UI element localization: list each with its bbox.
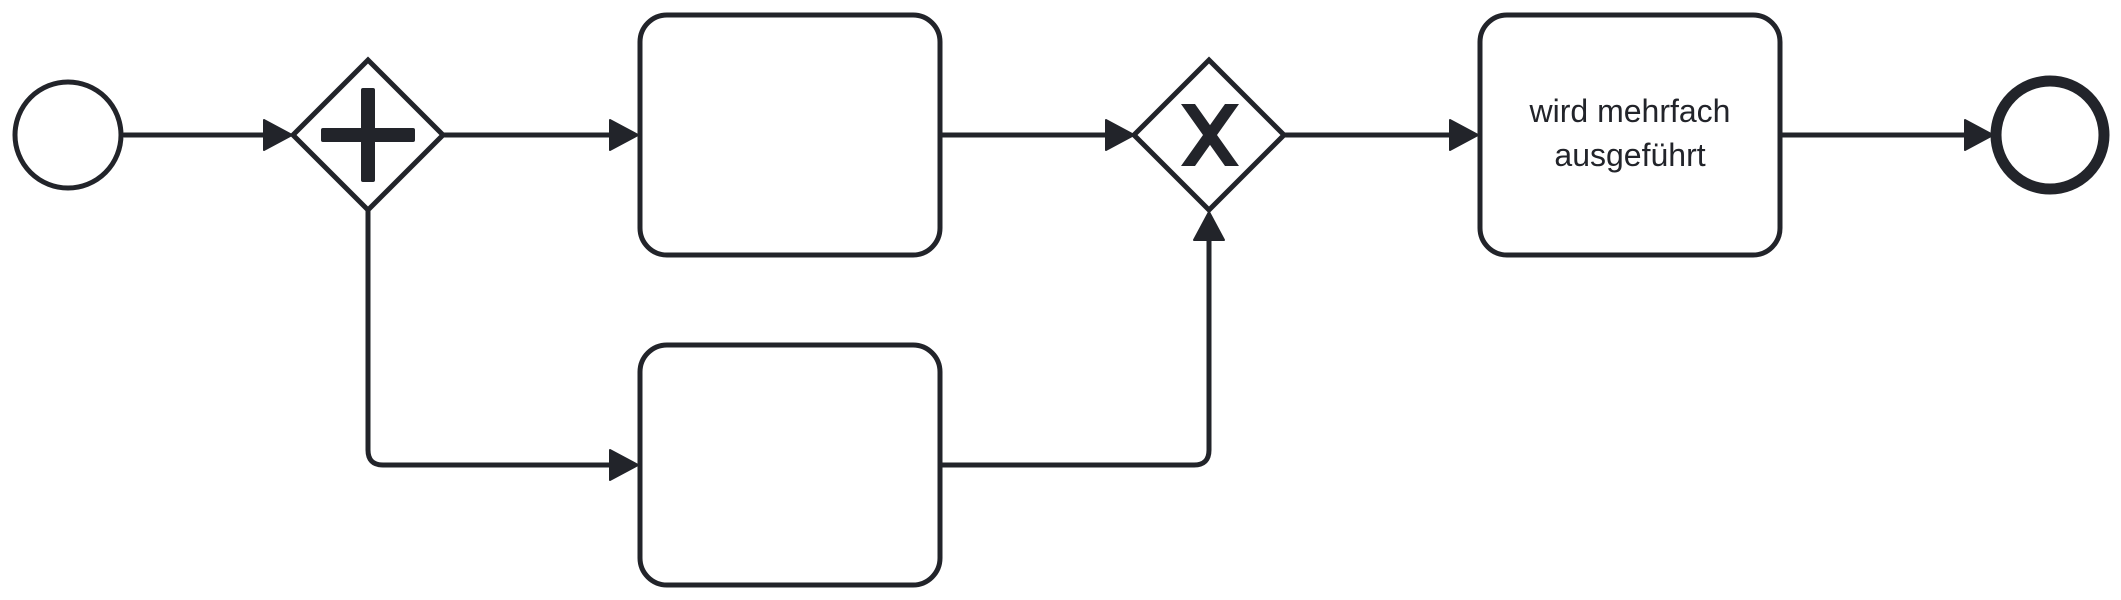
arrowhead-icon: [1193, 211, 1225, 241]
arrowhead-icon: [1964, 119, 1994, 151]
x-icon: [1181, 104, 1239, 166]
arrowhead-icon: [1449, 119, 1479, 151]
task-final-label-line1: wird mehrfach: [1529, 93, 1731, 129]
sequence-flows: [121, 119, 1994, 481]
arrowhead-icon: [609, 449, 639, 481]
flow-lower-task-to-exclusive[interactable]: [937, 235, 1212, 468]
exclusive-gateway[interactable]: [1130, 56, 1288, 214]
end-event[interactable]: [1990, 75, 2110, 195]
arrowhead-icon: [609, 119, 639, 151]
task-final[interactable]: [1477, 12, 1783, 258]
task-upper[interactable]: [637, 12, 943, 258]
arrowhead-icon: [1105, 119, 1135, 151]
plus-icon: [321, 88, 415, 182]
flow-parallel-to-lower-task[interactable]: [365, 207, 615, 468]
arrowhead-icon: [263, 119, 293, 151]
start-event[interactable]: [12, 79, 124, 191]
parallel-gateway[interactable]: [289, 56, 447, 214]
task-final-label-line2: ausgeführt: [1554, 137, 1705, 173]
task-lower[interactable]: [637, 342, 943, 588]
